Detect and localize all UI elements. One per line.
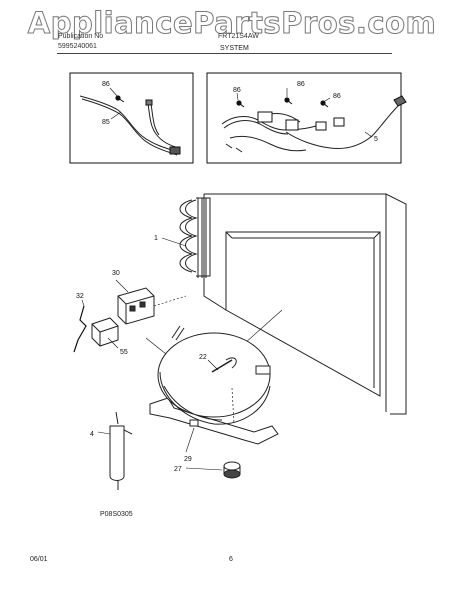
grommet-27 <box>223 461 241 479</box>
clip-32 <box>73 305 87 353</box>
footer-page-number: 6 <box>229 556 233 563</box>
compressor-29 <box>149 325 279 445</box>
footer-date: 06/01 <box>30 556 48 563</box>
callout-27: 27 <box>174 466 182 473</box>
condenser-coil <box>179 197 211 278</box>
harness-85 <box>79 95 181 156</box>
callout-29: 29 <box>184 456 192 463</box>
callout-5: 5 <box>374 136 378 143</box>
harness-5 <box>221 95 407 153</box>
callout-1: 1 <box>154 235 158 242</box>
callout-86d: 86 <box>333 93 341 100</box>
section-title: SYSTEM <box>220 45 249 52</box>
figure-code: P08S0305 <box>100 511 133 518</box>
callout-86a: 86 <box>102 81 110 88</box>
drier-4 <box>109 411 133 490</box>
callout-86c: 86 <box>297 81 305 88</box>
cabinet-outline <box>203 193 407 415</box>
callout-32: 32 <box>76 293 84 300</box>
header-rule <box>57 53 392 54</box>
callout-30: 30 <box>112 270 120 277</box>
callout-22: 22 <box>199 354 207 361</box>
callout-4: 4 <box>90 431 94 438</box>
watermark: AppliancePartsPros.com <box>27 6 437 41</box>
detail-box-right <box>206 72 402 164</box>
callout-55: 55 <box>120 349 128 356</box>
callout-85: 85 <box>102 119 110 126</box>
screw-86-icon <box>320 100 329 108</box>
screw-86-icon <box>115 95 125 103</box>
publication-number: 5995240061 <box>58 43 97 50</box>
detail-box-left <box>69 72 194 164</box>
model-number: FRT21S4AW <box>218 33 259 40</box>
callout-86b: 86 <box>233 87 241 94</box>
screw-86-icon <box>236 100 245 108</box>
screw-86-icon <box>284 97 293 105</box>
relay-30 <box>117 287 155 325</box>
publication-label: Publication No <box>58 33 104 40</box>
overload-55 <box>91 317 119 347</box>
